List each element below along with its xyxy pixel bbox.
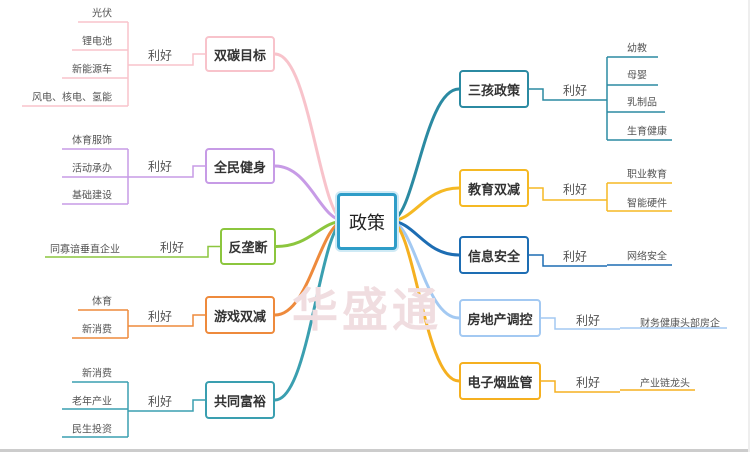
leaf-node[interactable]: 基础建设 [72, 190, 112, 202]
topic-node[interactable]: 共同富裕 [205, 381, 275, 419]
leaf-node[interactable]: 体育服饰 [72, 135, 112, 147]
topic-node[interactable]: 反垄断 [220, 228, 276, 265]
relation-line [541, 380, 620, 393]
leaf-node[interactable]: 民生投资 [72, 424, 112, 436]
leaf-node[interactable]: 智能硬件 [627, 198, 667, 210]
leaf-node[interactable]: 活动承办 [72, 163, 112, 175]
relation-line [529, 88, 607, 101]
relation-label: 利好 [147, 48, 173, 63]
topic-node[interactable]: 双碳目标 [205, 36, 275, 72]
leaf-node[interactable]: 乳制品 [627, 97, 657, 109]
relation-line [128, 53, 205, 66]
branch-line [274, 52, 346, 223]
leaf-node[interactable]: 网络安全 [627, 251, 667, 263]
central-node[interactable]: 政策 [337, 193, 397, 250]
leaf-node[interactable]: 新消费 [82, 368, 112, 380]
branch-line [389, 219, 460, 320]
relation-label: 利好 [147, 309, 173, 324]
relation-label: 利好 [575, 375, 601, 390]
relation-label: 利好 [575, 313, 601, 328]
relation-line [529, 187, 607, 201]
leaf-node[interactable]: 职业教育 [627, 169, 667, 181]
leaf-node[interactable]: 风电、核电、氢能 [32, 92, 112, 104]
topic-node[interactable]: 电子烟监管 [459, 362, 541, 400]
leaf-node[interactable]: 母婴 [627, 70, 647, 82]
leaf-node[interactable]: 同寡谙垂直企业 [50, 244, 120, 256]
topic-node[interactable]: 游戏双减 [205, 296, 275, 334]
relation-line [529, 254, 607, 267]
relation-line [128, 314, 205, 327]
relation-line [541, 317, 620, 330]
leaf-node[interactable]: 生育健康 [627, 126, 667, 138]
branch-line [389, 186, 460, 223]
relation-label: 利好 [159, 240, 185, 255]
branch-line [389, 87, 460, 223]
leaf-node[interactable]: 新能源车 [72, 64, 112, 76]
relation-line [128, 399, 205, 412]
relation-label: 利好 [562, 83, 588, 98]
topic-node[interactable]: 信息安全 [459, 236, 529, 274]
relation-label: 利好 [562, 249, 588, 264]
branch-line [274, 219, 346, 402]
horizontal-scrollbar[interactable] [0, 449, 750, 452]
leaf-node[interactable]: 新消费 [82, 324, 112, 336]
branch-line [389, 219, 460, 383]
vertical-scrollbar[interactable] [748, 0, 750, 452]
topic-node[interactable]: 全民健身 [205, 148, 275, 184]
relation-line [128, 165, 205, 178]
leaf-node[interactable]: 锂电池 [82, 36, 112, 48]
topic-node[interactable]: 教育双减 [459, 169, 529, 207]
leaf-node[interactable]: 老年产业 [72, 396, 112, 408]
relation-line [140, 245, 220, 258]
leaf-node[interactable]: 财务健康头部房企 [640, 318, 720, 330]
topic-node[interactable]: 三孩政策 [459, 70, 529, 108]
leaf-node[interactable]: 产业链龙头 [640, 378, 690, 390]
relation-label: 利好 [147, 394, 173, 409]
relation-label: 利好 [562, 182, 588, 197]
branch-line [274, 219, 346, 317]
leaf-node[interactable]: 幼教 [627, 43, 647, 55]
leaf-node[interactable]: 光伏 [92, 8, 112, 20]
topic-node[interactable]: 房地产调控 [459, 299, 541, 337]
leaf-node[interactable]: 体育 [92, 296, 112, 308]
relation-label: 利好 [147, 159, 173, 174]
